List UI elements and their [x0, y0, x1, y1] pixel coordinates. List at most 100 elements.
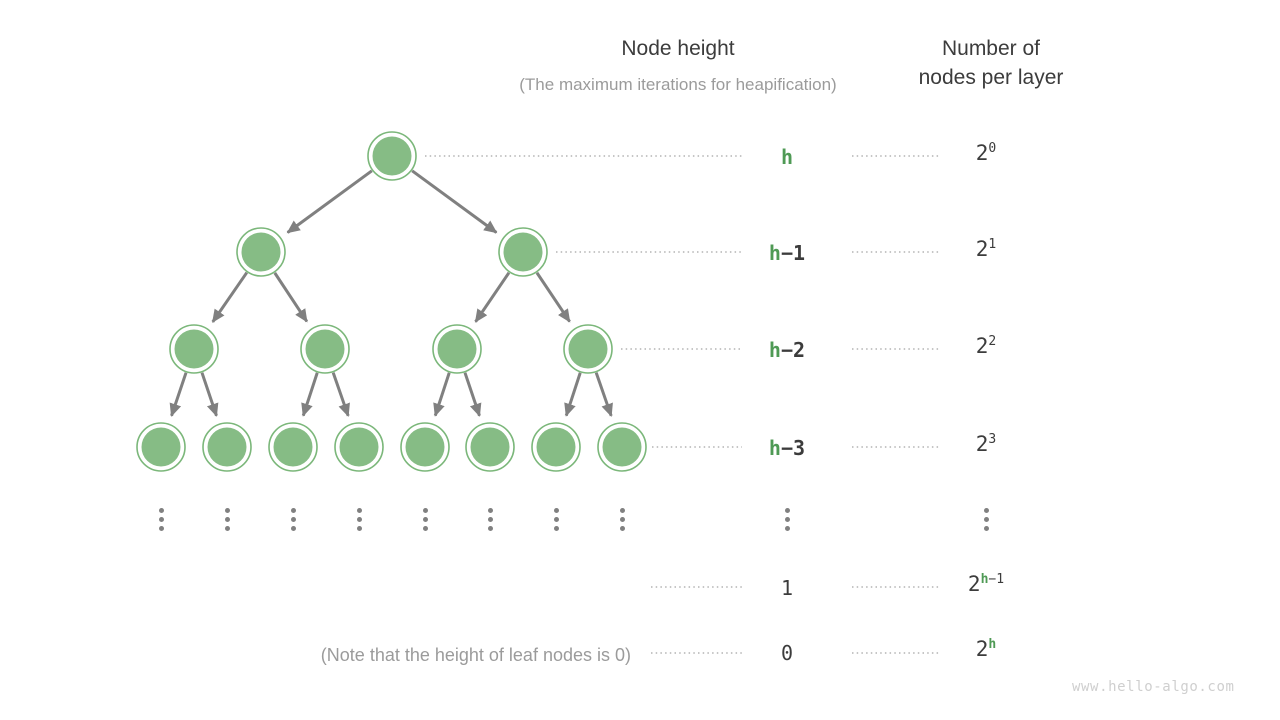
count-exp-row-2: 2: [988, 334, 997, 349]
tree-edges: [169, 169, 613, 417]
tree-nodes: [136, 131, 647, 472]
node-disc: [141, 427, 181, 467]
height-label-row-tail-1: 0: [780, 641, 794, 665]
tree-node-L3-5: [465, 422, 515, 472]
count-column-title-line2: nodes per layer: [918, 66, 1064, 89]
node-disc: [305, 329, 345, 369]
height-column-title: Node height: [621, 37, 735, 60]
site-watermark: www.hello-algo.com: [1072, 679, 1235, 695]
tree-node-L3-4: [400, 422, 450, 472]
height-var-row-2: h: [768, 338, 781, 362]
count-base-row-tail-1: 2: [975, 637, 989, 661]
count-base-row-0: 2: [975, 141, 989, 165]
count-label-row-0: 20: [906, 141, 1066, 165]
node-ring: [597, 422, 647, 472]
vertical-ellipsis-icon: [619, 508, 625, 531]
tree-edge: [564, 372, 582, 417]
tree-edge: [463, 372, 482, 417]
vertical-ellipsis-icon: [224, 508, 230, 531]
node-disc: [470, 427, 510, 467]
tree-node-L3-7: [597, 422, 647, 472]
tree-node-L3-6: [531, 422, 581, 472]
count-base-row-tail-0: 2: [967, 572, 981, 596]
tree-node-L1-0: [236, 227, 286, 277]
count-exp-row-0: 0: [988, 141, 997, 156]
height-label-row-1: h−1: [707, 241, 867, 265]
node-ring: [498, 227, 548, 277]
node-disc: [602, 427, 642, 467]
tree-node-L2-1: [300, 324, 350, 374]
tree-edge: [301, 372, 319, 417]
count-column-title-line1: Number of: [941, 37, 1041, 60]
node-ring: [236, 227, 286, 277]
tree-edge: [169, 372, 188, 417]
node-ring: [268, 422, 318, 472]
node-disc: [536, 427, 576, 467]
height-var-row-3: h: [768, 436, 781, 460]
node-disc: [437, 329, 477, 369]
node-disc: [207, 427, 247, 467]
height-label-row-3: h−3: [707, 436, 867, 460]
node-ring: [400, 422, 450, 472]
vertical-ellipsis-icon: [487, 508, 493, 531]
node-disc: [405, 427, 445, 467]
count-label-row-tail-1: 2h: [906, 637, 1066, 661]
tree-node-L3-1: [202, 422, 252, 472]
node-ring: [300, 324, 350, 374]
height-label-row-2: h−2: [707, 338, 867, 362]
height-offset-row-1: −1: [780, 241, 806, 265]
vertical-ellipsis-icon: [158, 508, 164, 531]
node-disc: [241, 232, 281, 272]
tree-node-L0-0: [367, 131, 417, 181]
vertical-ellipsis-icon: [290, 508, 296, 531]
tree-edge: [433, 372, 451, 417]
tree-edge: [211, 271, 249, 323]
tree-node-L2-2: [432, 324, 482, 374]
node-ring: [136, 422, 186, 472]
node-disc: [273, 427, 313, 467]
tree-edge: [594, 372, 613, 417]
height-offset-row-3: −3: [780, 436, 806, 460]
node-disc: [372, 136, 412, 176]
vertical-ellipsis-icon: [983, 508, 989, 531]
height-var-row-1: h: [768, 241, 781, 265]
height-column-subtitle: (The maximum iterations for heapificatio…: [519, 75, 837, 94]
vertical-ellipsis-icon: [422, 508, 428, 531]
count-base-row-3: 2: [975, 432, 989, 456]
tree-node-L1-1: [498, 227, 548, 277]
height-label-row-tail-0: 1: [780, 576, 794, 600]
node-ring: [531, 422, 581, 472]
count-exp-row-3: 3: [988, 432, 997, 447]
height-offset-row-2: −2: [780, 338, 806, 362]
vertical-ellipsis-icon: [553, 508, 559, 531]
node-disc: [174, 329, 214, 369]
count-label-row-2: 22: [906, 334, 1066, 358]
count-exp-row-1: 1: [988, 237, 997, 252]
node-ring: [169, 324, 219, 374]
tree-edge: [411, 169, 498, 234]
count-exp-var-row-tail-0: h: [980, 572, 989, 587]
tree-edge: [535, 271, 571, 323]
tree-edge: [474, 271, 511, 323]
vertical-ellipsis-icon: [356, 508, 362, 531]
tree-node-L3-0: [136, 422, 186, 472]
tree-node-L2-0: [169, 324, 219, 374]
node-ring: [202, 422, 252, 472]
tree-node-L3-3: [334, 422, 384, 472]
node-disc: [568, 329, 608, 369]
height-label-row-0: h: [707, 145, 867, 169]
tree-edge: [331, 372, 350, 417]
vertical-ellipsis-icon: [784, 508, 790, 531]
node-disc: [503, 232, 543, 272]
tree-edge: [200, 372, 219, 417]
node-ring: [367, 131, 417, 181]
node-ring: [432, 324, 482, 374]
tree-node-L3-2: [268, 422, 318, 472]
count-label-row-3: 23: [906, 432, 1066, 456]
count-exp-plain-row-tail-0: −1: [988, 572, 1005, 587]
height-var-row-0: h: [780, 145, 794, 169]
count-label-row-1: 21: [906, 237, 1066, 261]
count-exp-var-row-tail-1: h: [988, 637, 997, 652]
